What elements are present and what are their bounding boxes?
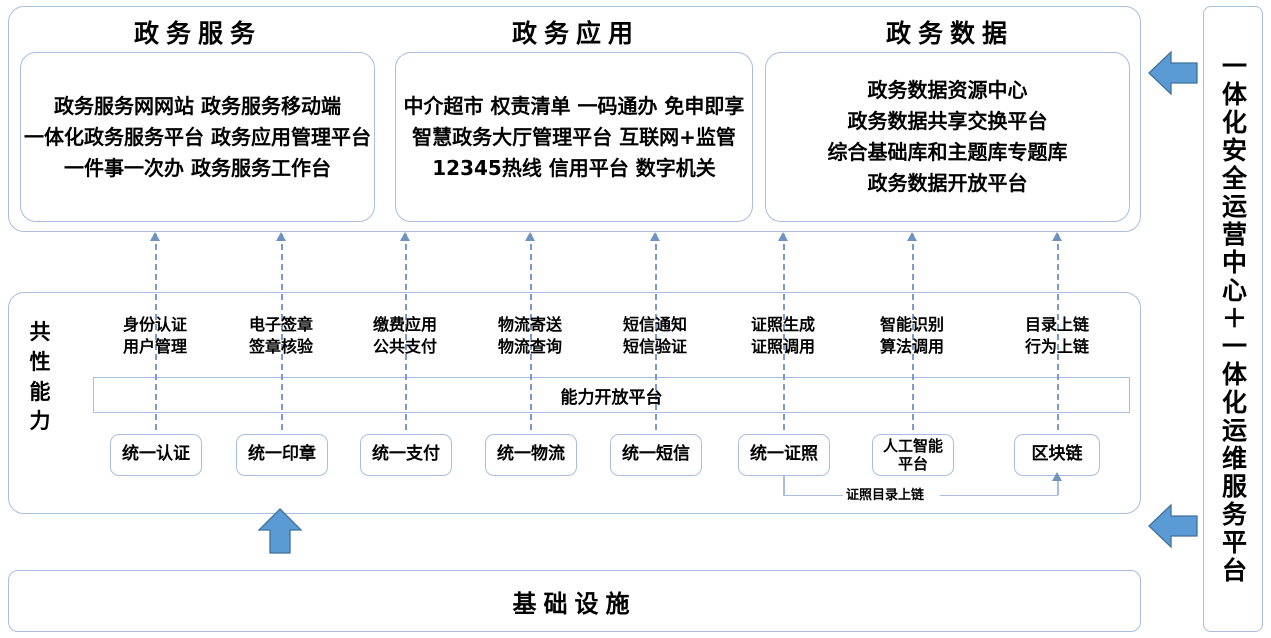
dashed-connector: [1057, 234, 1059, 430]
head-line: 缴费应用: [372, 315, 437, 334]
arrow-left-icon: [1148, 50, 1198, 96]
infrastructure-container[interactable]: 基础设施: [8, 570, 1141, 632]
connector-label-license-directory-onchain: 证照目录上链: [846, 488, 925, 503]
head-line: 短信通知: [622, 315, 687, 334]
head-line: 电子签章: [248, 315, 313, 334]
dashed-connector: [530, 234, 532, 430]
arrow-up-icon: [400, 232, 410, 241]
capability-head-ai: 智能识别 算法调用: [847, 314, 977, 357]
head-line: 短信验证: [622, 336, 687, 356]
capability-head-identity: 身份认证 用户管理: [90, 314, 220, 357]
card-line: 12345热线 信用平台 数字机关: [432, 155, 716, 180]
head-line: 智能识别: [879, 315, 944, 334]
capability-head-license: 证照生成 证照调用: [718, 314, 848, 357]
card-government-application[interactable]: 中介超市 权责清单 一码通办 免申即享 智慧政务大厅管理平台 互联网+监管 12…: [395, 52, 753, 222]
capability-box-unified-license[interactable]: 统一证照: [738, 434, 830, 476]
head-line: 公共支付: [372, 336, 437, 356]
dashed-connector: [912, 234, 914, 430]
arrow-up-icon: [1052, 472, 1062, 481]
capability-open-platform-bar[interactable]: [93, 377, 1130, 413]
capability-head-blockchain: 目录上链 行为上链: [992, 314, 1122, 357]
security-ops-panel-label: 一体化安全运营中心＋一体化运维服务平台: [1218, 53, 1248, 585]
dashed-connector: [655, 234, 657, 430]
card-line: 政务数据开放平台: [867, 171, 1028, 195]
card-line: 一件事一次办 政务服务工作台: [64, 155, 331, 180]
head-line: 证照生成: [750, 315, 815, 334]
head-line: 身份认证: [122, 315, 187, 334]
infrastructure-label: 基础设施: [512, 589, 637, 618]
arrow-up-icon: [525, 232, 535, 241]
card-government-service[interactable]: 政务服务网网站 政务服务移动端 一体化政务服务平台 政务应用管理平台 一件事一次…: [20, 52, 375, 222]
arrow-up-icon: [1052, 232, 1062, 241]
capability-box-unified-seal[interactable]: 统一印章: [236, 434, 328, 476]
head-line: 算法调用: [879, 336, 944, 356]
column-title-government-data: 政务数据: [885, 19, 1014, 48]
card-line: 政务数据共享交换平台: [847, 109, 1048, 133]
capability-box-ai-platform[interactable]: 人工智能 平台: [872, 434, 954, 476]
head-line: 签章核验: [248, 336, 313, 356]
card-line: 政务服务网网站 政务服务移动端: [54, 93, 341, 118]
arrow-up-icon: [150, 232, 160, 241]
connector-segment: [1057, 480, 1059, 495]
security-ops-panel[interactable]: [1203, 6, 1263, 632]
dashed-connector: [405, 234, 407, 430]
arrow-up-icon: [276, 232, 286, 241]
capability-head-logistics: 物流寄送 物流查询: [465, 314, 595, 357]
card-line: 政务数据资源中心: [867, 78, 1028, 102]
arrow-up-icon: [257, 508, 303, 554]
capability-box-unified-logistics[interactable]: 统一物流: [485, 434, 577, 476]
dashed-connector: [155, 234, 157, 430]
connector-segment: [940, 494, 1058, 496]
capability-head-sms: 短信通知 短信验证: [590, 314, 720, 357]
capability-head-esignature: 电子签章 签章核验: [216, 314, 346, 357]
head-line: 用户管理: [122, 336, 187, 356]
arrow-up-icon: [778, 232, 788, 241]
head-line: 行为上链: [1024, 336, 1089, 356]
head-line: 物流查询: [497, 336, 562, 356]
card-government-data[interactable]: 政务数据资源中心 政务数据共享交换平台 综合基础库和主题库专题库 政务数据开放平…: [765, 52, 1130, 222]
card-line: 综合基础库和主题库专题库: [827, 140, 1068, 164]
column-title-government-service: 政务服务: [133, 19, 262, 48]
arrow-up-icon: [650, 232, 660, 241]
capability-head-payment: 缴费应用 公共支付: [340, 314, 470, 357]
capability-box-unified-auth[interactable]: 统一认证: [110, 434, 202, 476]
dashed-connector: [281, 234, 283, 430]
arrow-left-icon: [1148, 503, 1198, 549]
head-line: 物流寄送: [497, 315, 562, 334]
card-line: 一体化政务服务平台 政务应用管理平台: [24, 124, 371, 149]
column-title-government-application: 政务应用: [511, 19, 640, 48]
arrow-up-icon: [907, 232, 917, 241]
card-line: 中介超市 权责清单 一码通办 免申即享: [403, 93, 745, 118]
capability-box-blockchain[interactable]: 区块链: [1014, 434, 1100, 476]
connector-segment: [783, 476, 785, 496]
capability-box-unified-sms[interactable]: 统一短信: [610, 434, 702, 476]
connector-segment: [783, 494, 843, 496]
common-capability-label: 共性能力: [29, 320, 51, 434]
head-line: 目录上链: [1024, 315, 1089, 334]
head-line: 证照调用: [750, 336, 815, 356]
capability-box-unified-payment[interactable]: 统一支付: [360, 434, 452, 476]
card-line: 智慧政务大厅管理平台 互联网+监管: [412, 124, 736, 149]
dashed-connector: [783, 234, 785, 430]
